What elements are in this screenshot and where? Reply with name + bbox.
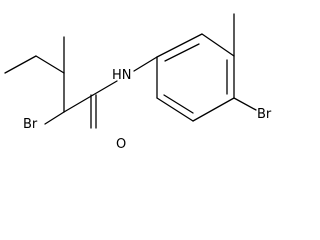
amide-nh-label: HN [112, 68, 132, 83]
alpha-bromine-label: Br [23, 117, 38, 132]
carbonyl-oxygen-label: O [116, 137, 126, 150]
ring-bond-5 [156, 97, 194, 122]
bond-isopropyl-ch [35, 55, 65, 74]
ring-bond-2 [201, 33, 235, 57]
ring-bromine-label: Br [257, 107, 272, 122]
ring-bond-1 [156, 33, 203, 58]
bond-alpha-carbon-to-br [44, 111, 65, 125]
chemical-structure: Br O HN Br [4, 13, 272, 150]
bond-carbonyl-to-nitrogen [92, 80, 118, 96]
bond-nitrogen-to-ring [133, 56, 158, 72]
ring-inner-bond-1 [164, 43, 200, 62]
ring-bond-4 [192, 97, 235, 122]
bond-alpha-carbon-to-carbonyl [63, 94, 94, 113]
ring-inner-bond-3 [163, 94, 194, 114]
bond-ring-to-br [233, 97, 257, 111]
bond-methyl-left [4, 55, 37, 74]
